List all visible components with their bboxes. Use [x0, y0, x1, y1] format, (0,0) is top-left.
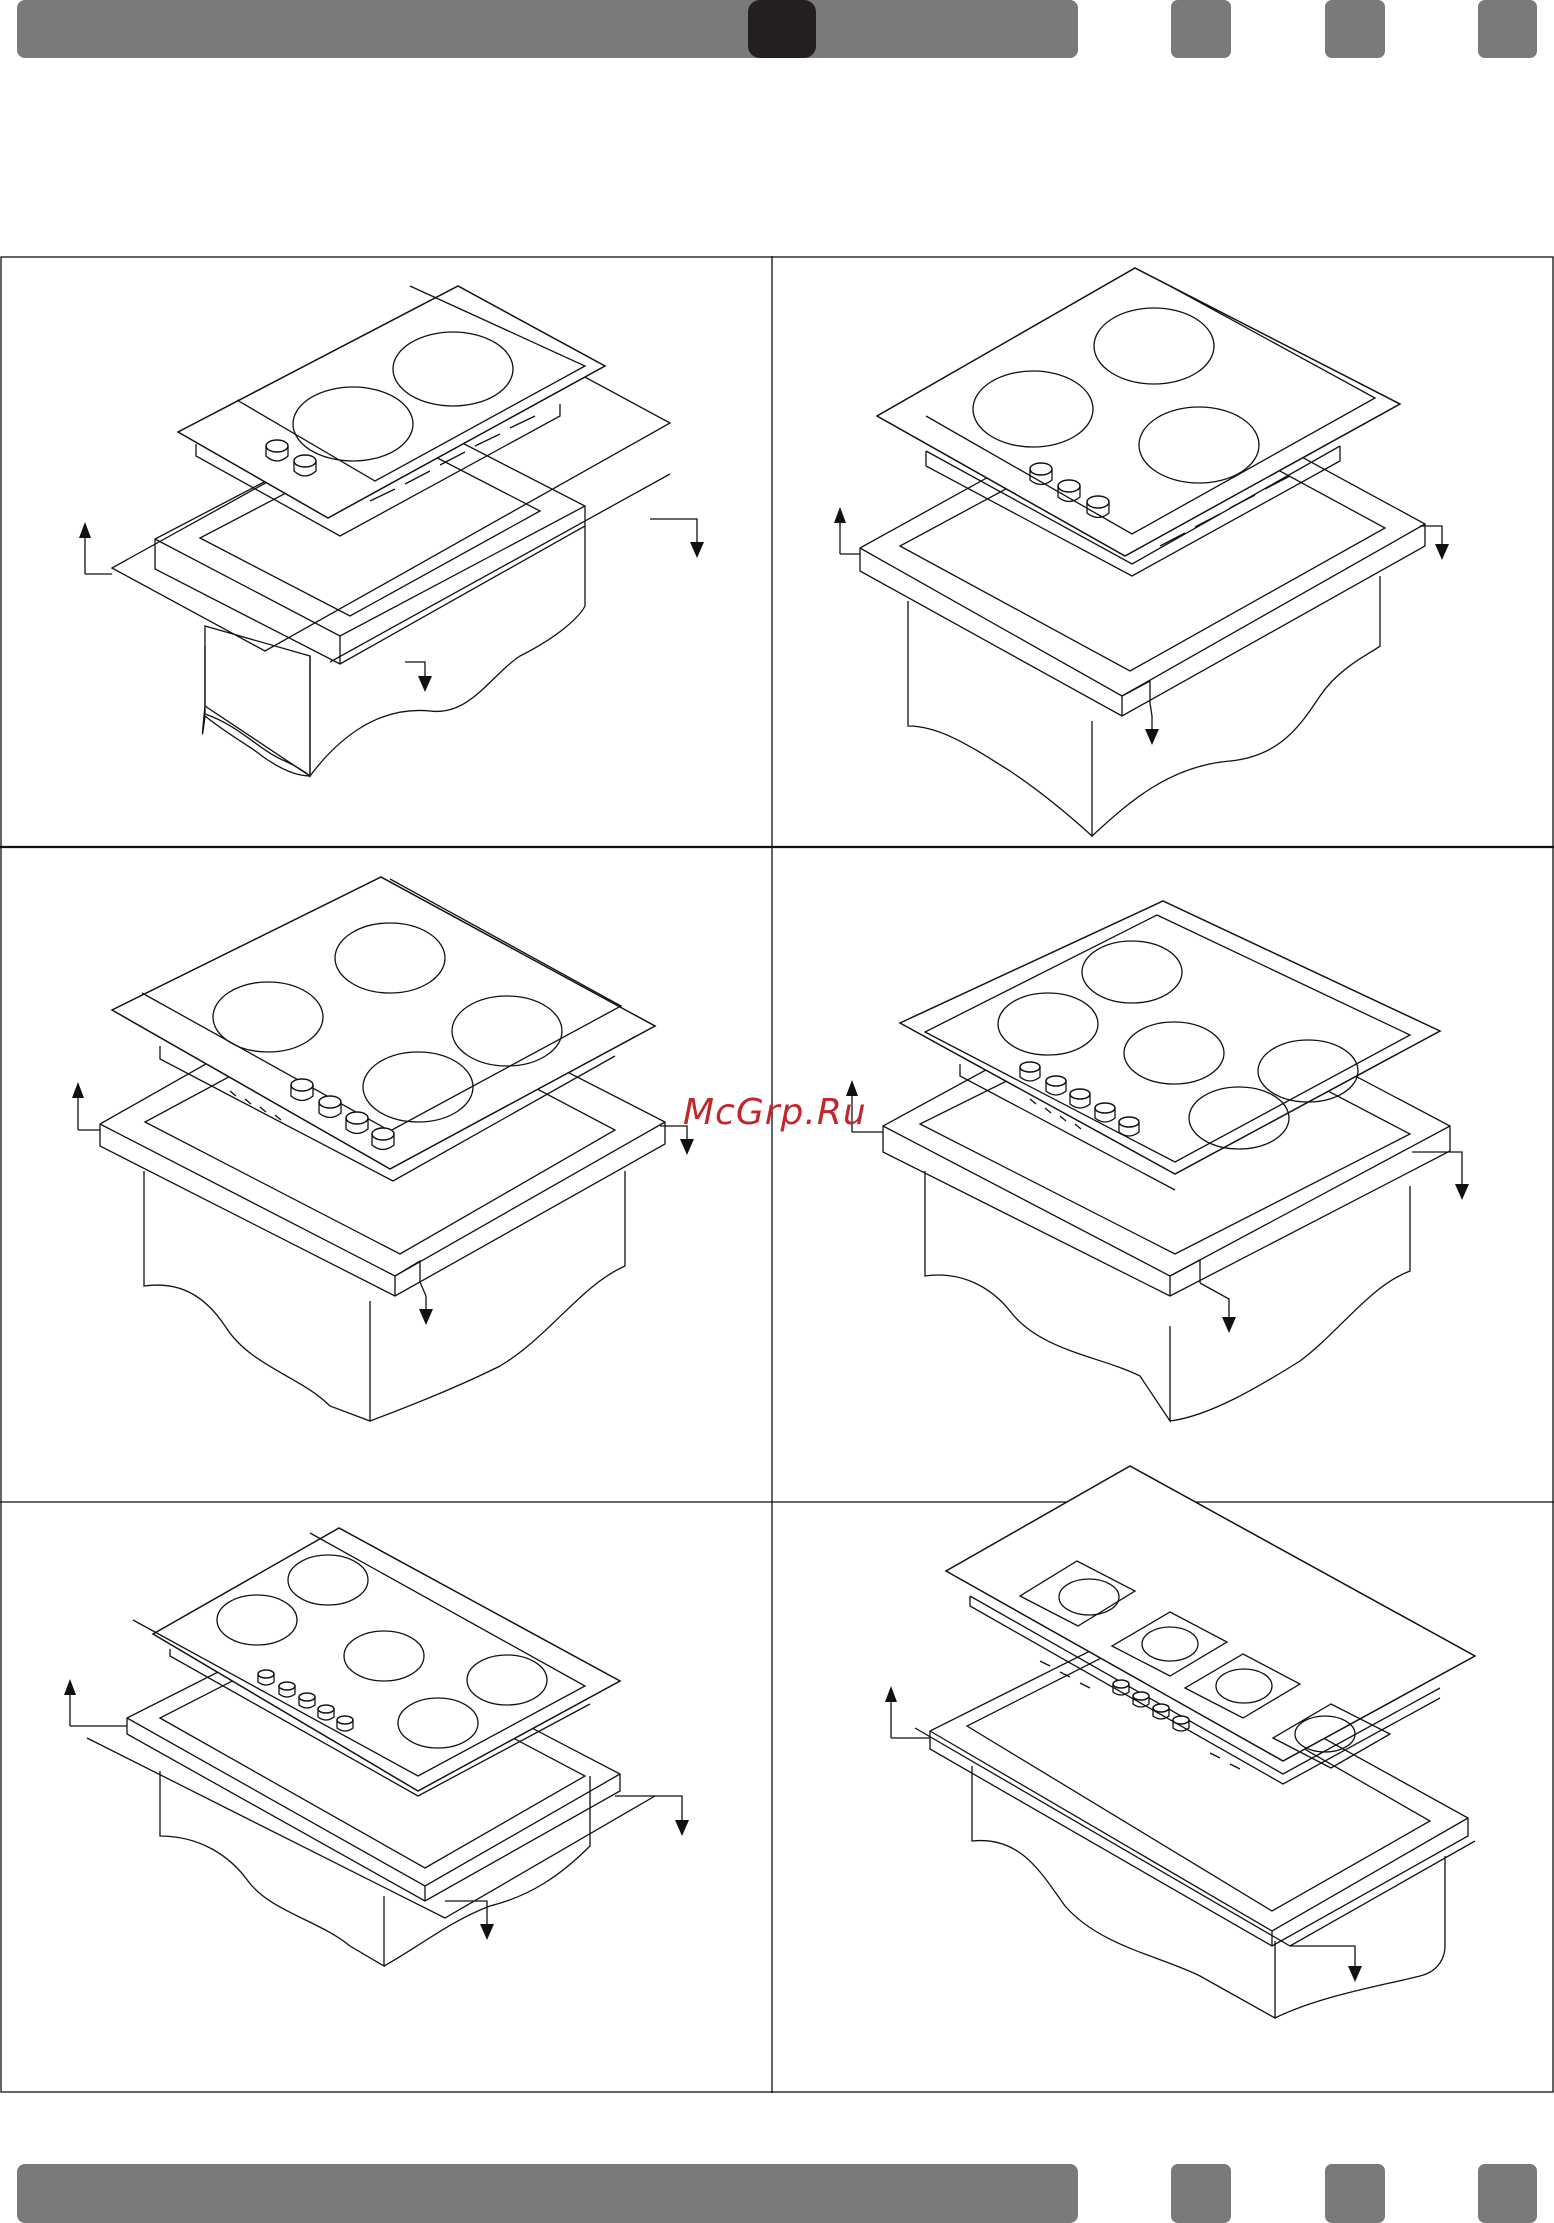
hob-illustration-6: [885, 1466, 1475, 2018]
hob-illustration-4: [846, 901, 1469, 1421]
header-bar: [17, 0, 1078, 58]
hob-illustration-5: [64, 1528, 689, 1966]
watermark-text: McGrp.Ru: [683, 1092, 867, 1133]
footer-square-2: [1325, 2164, 1385, 2223]
footer-square-3: [1478, 2164, 1537, 2223]
illustration-grid: [0, 256, 1554, 2093]
header-tab-active: [748, 0, 816, 58]
header-square-2: [1325, 0, 1385, 58]
hob-illustration-1: [79, 286, 704, 776]
footer-square-1: [1171, 2164, 1231, 2223]
hob-illustration-3: [72, 877, 694, 1421]
footer-bar: [17, 2164, 1078, 2223]
header-square-3: [1478, 0, 1537, 58]
hob-illustration-2: [834, 268, 1449, 836]
grid-frame: [1, 257, 1553, 2092]
header-square-1: [1171, 0, 1231, 58]
